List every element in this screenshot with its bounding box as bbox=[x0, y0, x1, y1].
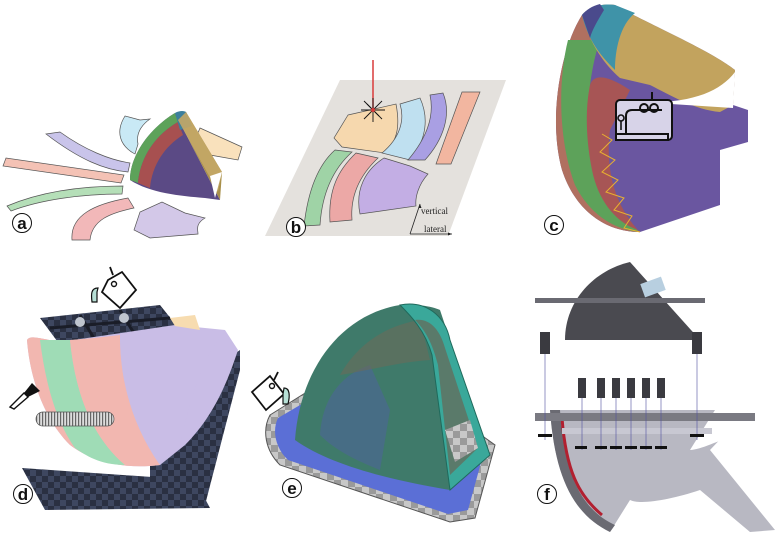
panel-e: e bbox=[250, 270, 520, 536]
axis-label-vertical: vertical bbox=[421, 206, 448, 216]
panel-a: a bbox=[0, 80, 260, 250]
pour-bucket-icon bbox=[90, 266, 138, 310]
fabric-sheet-layout bbox=[265, 60, 506, 236]
sewing-machine-icon bbox=[615, 92, 673, 141]
mold-with-fabric-illustration bbox=[22, 305, 240, 510]
panel-label-f: f bbox=[537, 484, 557, 504]
pattern-pieces-illustration bbox=[2, 111, 243, 241]
panel-f: f bbox=[520, 260, 777, 536]
panel-d: d bbox=[0, 260, 260, 536]
exploded-mold-cross-section bbox=[535, 262, 775, 532]
panel-c: c bbox=[520, 0, 777, 250]
axis-label-lateral: lateral bbox=[424, 224, 447, 234]
panel-label-d: d bbox=[13, 484, 33, 504]
panel-label-e: e bbox=[282, 478, 302, 498]
panel-label-b: b bbox=[286, 217, 306, 237]
pour-bucket-icon bbox=[250, 371, 290, 412]
panel-b: vertical lateral b bbox=[260, 60, 520, 250]
shell-on-flange-illustration bbox=[265, 303, 496, 523]
paint-brush-icon bbox=[8, 383, 40, 410]
panel-label-a: a bbox=[12, 213, 32, 233]
panel-label-c: c bbox=[544, 215, 564, 235]
